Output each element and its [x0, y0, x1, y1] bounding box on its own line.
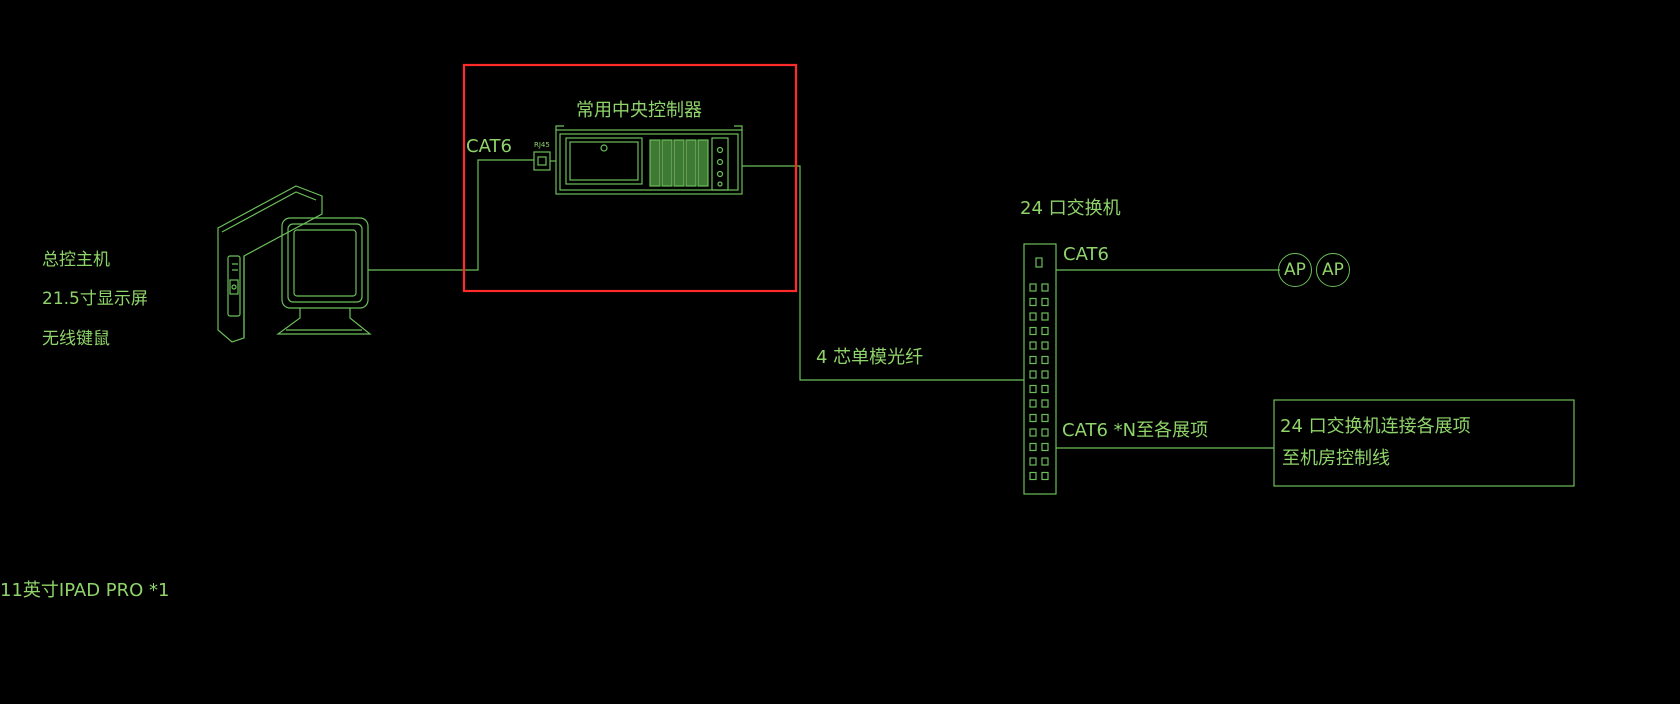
switch-port — [1041, 428, 1049, 437]
exhibit-cable-label: CAT6 *N至各展项 — [1062, 420, 1209, 441]
switch-port — [1041, 297, 1049, 307]
rack-controller-icon — [555, 125, 743, 195]
host-cat6-line — [368, 159, 534, 271]
note-line-2: 至机房控制线 — [1282, 448, 1390, 469]
switch-port — [1029, 457, 1037, 466]
switch-port — [1029, 283, 1037, 292]
ap-unit-1: AP — [1278, 253, 1312, 287]
controller-title: 常用中央控制器 — [576, 100, 702, 121]
note-box — [1273, 399, 1575, 487]
switch-port — [1041, 326, 1049, 336]
switch-port — [1041, 471, 1049, 481]
monitor-label: 21.5寸显示屏 — [42, 289, 148, 309]
switch-port — [1041, 442, 1049, 452]
switch-port — [1029, 370, 1037, 379]
switch-port — [1041, 355, 1049, 365]
switch-port — [1041, 283, 1049, 292]
switch-port — [1029, 428, 1037, 437]
switch-port — [1029, 413, 1037, 423]
switch-port — [1029, 471, 1037, 481]
peripherals-label: 无线键鼠 — [42, 329, 110, 349]
switch-title: 24 口交换机 — [1020, 198, 1121, 219]
note-line-1: 24 口交换机连接各展项 — [1280, 416, 1471, 437]
switch-24-port — [1023, 243, 1057, 495]
switch-port — [1029, 341, 1037, 350]
switch-port — [1029, 384, 1037, 394]
switch-port — [1041, 370, 1049, 379]
switch-port — [1041, 384, 1049, 394]
host-title: 总控主机 — [42, 250, 110, 270]
switch-port — [1029, 399, 1037, 408]
switch-port — [1041, 413, 1049, 423]
switch-port — [1029, 312, 1037, 321]
controller-cable-label: CAT6 — [466, 136, 512, 157]
switch-port — [1041, 457, 1049, 466]
fiber-line — [742, 165, 1024, 381]
ipad-label: 11英寸IPAD PRO *1 — [0, 580, 170, 601]
highlight-box — [462, 63, 798, 293]
switch-port — [1029, 297, 1037, 307]
ap-unit-2: AP — [1316, 253, 1350, 287]
rj45-label: RJ45 — [534, 141, 550, 149]
desktop-computer-icon — [217, 185, 372, 343]
switch-port — [1029, 355, 1037, 365]
fiber-label: 4 芯单模光纤 — [816, 347, 924, 368]
switch-port — [1029, 326, 1037, 336]
switch-port — [1041, 312, 1049, 321]
switch-port — [1041, 399, 1049, 408]
switch-port — [1041, 341, 1049, 350]
ap-cable-label: CAT6 — [1063, 244, 1109, 265]
switch-port — [1029, 442, 1037, 452]
rj45-port — [533, 151, 551, 171]
